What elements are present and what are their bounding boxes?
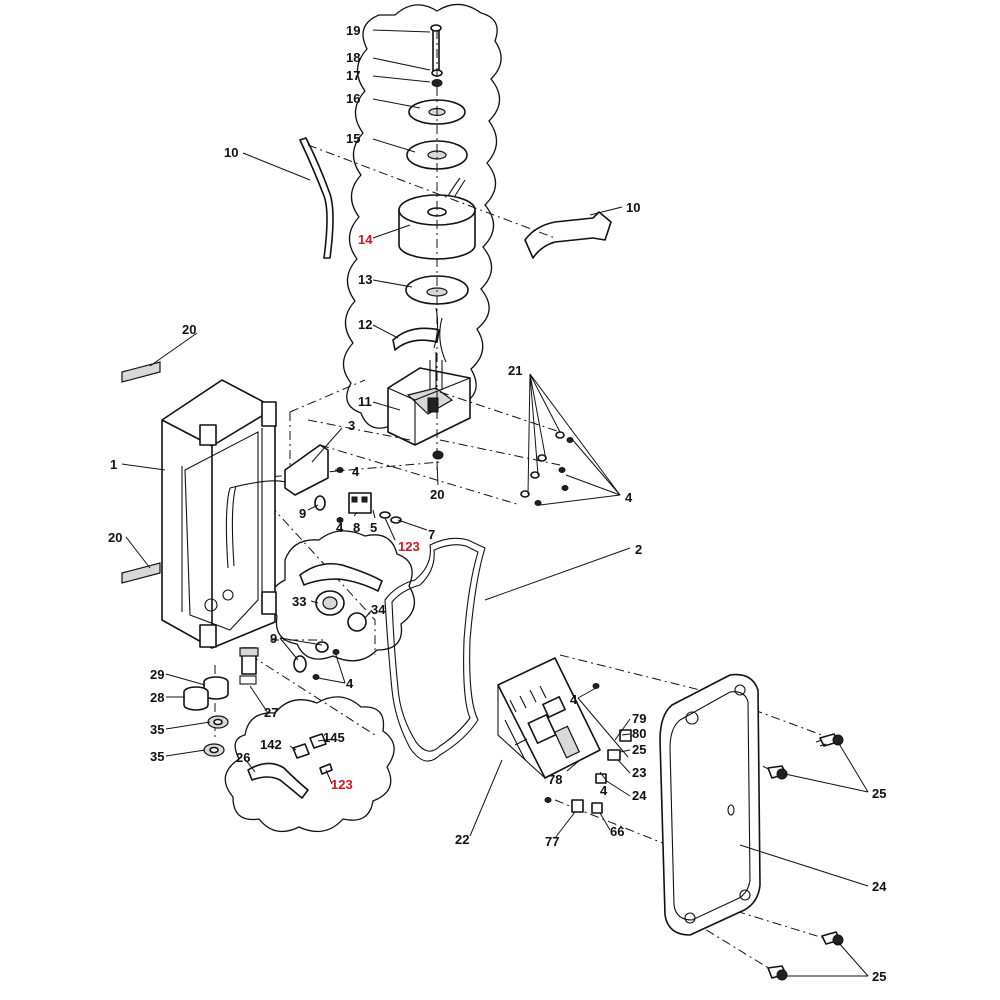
- label-7: 7: [428, 527, 435, 542]
- label-19: 19: [346, 23, 360, 38]
- fuse-detail-cloud: [224, 696, 395, 833]
- label-25-pcb: 25: [632, 742, 646, 757]
- label-1: 1: [110, 457, 117, 472]
- spacer-bar-top: [121, 361, 161, 383]
- label-23: 23: [632, 765, 646, 780]
- shield-part-12: [392, 327, 440, 351]
- connector-part-66: [591, 802, 603, 814]
- label-11: 11: [358, 394, 372, 409]
- screw-part-25d: [767, 965, 788, 981]
- leader-lines: [121, 29, 869, 977]
- label-33: 33: [292, 594, 306, 609]
- cap-part-28: [183, 686, 209, 711]
- label-24-cover: 24: [872, 879, 887, 894]
- main-housing-part-1: [161, 379, 286, 649]
- screw-part-25b: [767, 765, 788, 780]
- label-13: 13: [358, 272, 372, 287]
- label-4-right: 4: [625, 490, 633, 505]
- label-24-pcb: 24: [632, 788, 647, 803]
- spacer-bar-bottom: [121, 562, 161, 584]
- cable-gland-part-33: [315, 590, 345, 616]
- label-25-bottom: 25: [872, 969, 886, 984]
- label-4-c: 4: [346, 676, 354, 691]
- connector-part-80: [619, 729, 632, 742]
- label-15: 15: [346, 131, 360, 146]
- label-10-right: 10: [626, 200, 640, 215]
- label-20-nut: 20: [430, 487, 444, 502]
- ring-part-34: [347, 612, 367, 632]
- label-16: 16: [346, 91, 360, 106]
- label-28: 28: [150, 690, 164, 705]
- label-3: 3: [348, 418, 355, 433]
- label-78: 78: [548, 772, 562, 787]
- screw-part-25c: [821, 931, 844, 946]
- label-34: 34: [371, 602, 386, 617]
- label-20-mid: 20: [108, 530, 122, 545]
- cover-part-24: [659, 673, 761, 936]
- label-21: 21: [508, 363, 522, 378]
- screw-part-25a: [815, 733, 844, 747]
- label-4-d: 4: [570, 692, 578, 707]
- fuse-holder-part-9b: [293, 655, 307, 673]
- label-18: 18: [346, 50, 360, 65]
- bracket-part-3: [284, 444, 329, 496]
- label-4-b: 4: [336, 520, 344, 535]
- label-2: 2: [635, 542, 642, 557]
- label-9-a: 9: [299, 506, 306, 521]
- label-80: 80: [632, 726, 646, 741]
- bolt-part: [432, 27, 440, 73]
- connector-part-23: [607, 749, 621, 761]
- cap-part-29: [203, 676, 229, 700]
- strap-part-26: [247, 762, 309, 799]
- label-142: 142: [260, 737, 282, 752]
- label-20-top: 20: [182, 322, 196, 337]
- label-22: 22: [455, 832, 469, 847]
- label-4-e: 4: [600, 783, 608, 798]
- gasket-part-2: [384, 537, 486, 762]
- strap-part: [299, 562, 383, 592]
- nut-part-20: [432, 450, 444, 460]
- fuse-part-142: [292, 743, 310, 759]
- grommet-part-27: [239, 647, 259, 685]
- connector-part-77: [571, 799, 584, 813]
- label-5: 5: [370, 520, 377, 535]
- label-14: 14: [358, 232, 373, 247]
- part-labels: 19 18 17 16 15 10 10 14 13 12 11 20 20 2…: [108, 23, 887, 984]
- hose-right-part: [524, 211, 612, 259]
- pcb-part-22: [497, 657, 601, 779]
- label-66: 66: [610, 824, 624, 839]
- label-12: 12: [358, 317, 372, 332]
- label-79: 79: [632, 711, 646, 726]
- label-17: 17: [346, 68, 360, 83]
- fuse-holder-part-9a: [314, 495, 326, 511]
- fuse-part-123b: [319, 763, 333, 775]
- label-35-a: 35: [150, 722, 164, 737]
- label-123-a: 123: [398, 539, 420, 554]
- label-145: 145: [323, 730, 345, 745]
- label-27: 27: [264, 705, 278, 720]
- terminal-block-part-8: [348, 492, 372, 514]
- label-8: 8: [353, 520, 360, 535]
- housing-part-11: [387, 352, 471, 446]
- label-35-b: 35: [150, 749, 164, 764]
- label-77: 77: [545, 834, 559, 849]
- grommet-detail-cloud: [269, 530, 416, 662]
- label-29: 29: [150, 667, 164, 682]
- label-4-a: 4: [352, 464, 360, 479]
- label-26: 26: [236, 750, 250, 765]
- label-25-top: 25: [872, 786, 886, 801]
- label-9-b: 9: [270, 631, 277, 646]
- hose-left-part: [299, 137, 334, 259]
- label-10-left: 10: [224, 145, 238, 160]
- label-123-b: 123: [331, 777, 353, 792]
